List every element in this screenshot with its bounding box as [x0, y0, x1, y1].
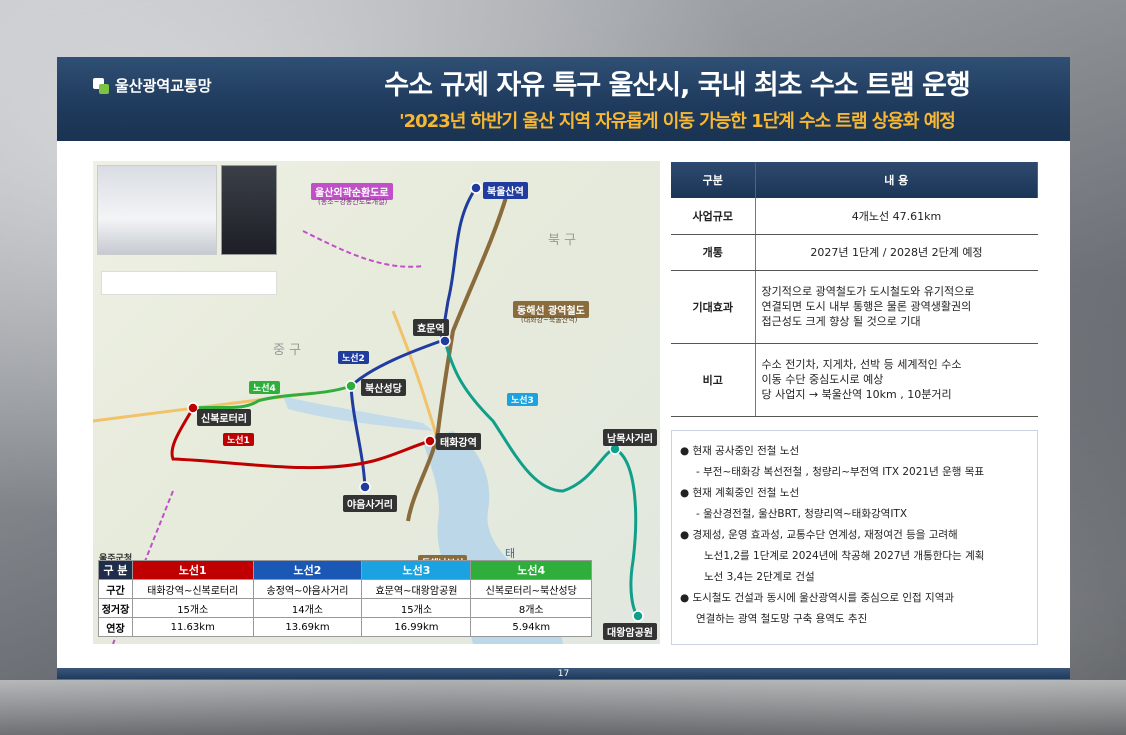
info-value: 수소 전기차, 지게차, 선박 등 세계적인 수소 이동 수단 중심도시로 예상…: [755, 343, 1038, 417]
tram-photo: [97, 165, 217, 255]
info-line: 장기적으로 광역철도가 도시철도와 유기적으로: [761, 285, 975, 298]
station-buksan: 북산성당: [361, 379, 406, 396]
table-cell: 구간: [98, 579, 133, 599]
donghae-line-label: 동해선 광역철도: [513, 301, 589, 318]
info-line: 연결되면 도시 내부 통행은 물론 광역생활권의: [761, 300, 972, 313]
logo: 울산광역교통망: [93, 75, 212, 96]
info-key: 기대효과: [671, 270, 756, 344]
slide-header: 울산광역교통망 수소 규제 자유 특구 울산시, 국내 최초 수소 트램 운행 …: [57, 57, 1070, 141]
page-title: 수소 규제 자유 특구 울산시, 국내 최초 수소 트램 운행: [384, 70, 971, 101]
note-line: ● 경제성, 운영 효과성, 교통수단 연계성, 재정여건 등을 고려해: [680, 529, 958, 541]
note-line: - 울산경전철, 울산BRT, 청량리역~태화강역ITX: [696, 508, 908, 520]
table-cell: 16.99km: [361, 617, 472, 637]
note-line: - 부전~태화강 복선전철 , 청량리~부전역 ITX 2021년 운행 목표: [696, 466, 985, 478]
station-yaeum: 야음사거리: [343, 495, 397, 512]
info-header-value: 내 용: [755, 162, 1038, 198]
table-cell: 11.63km: [132, 617, 254, 637]
info-value: 장기적으로 광역철도가 도시철도와 유기적으로 연결되면 도시 내부 통행은 물…: [755, 270, 1038, 344]
donghae-line-sublabel: (태화강~북울산역): [521, 316, 578, 324]
table-cell: 14개소: [252, 598, 363, 618]
table-header-cell: 노선2: [252, 560, 363, 580]
info-line: 당 사업지 → 북울산역 10km , 10분거리: [761, 388, 952, 401]
table-cell: 효문역~대왕암공원: [361, 579, 472, 599]
table-cell: 송정역~야음사거리: [252, 579, 363, 599]
table-cell: 정거장: [98, 598, 133, 618]
info-row-scale: 사업규모 4개노선 47.61km: [671, 198, 1038, 235]
info-key: 비고: [671, 343, 756, 417]
station-hyomun: 효문역: [413, 319, 449, 336]
page-subtitle: '2023년 하반기 울산 지역 자유롭게 이동 가능한 1단계 수소 트램 상…: [399, 111, 956, 132]
station-bukulsan: 북울산역: [483, 182, 528, 199]
table-row: 연장 11.63km 13.69km 16.99km 5.94km: [98, 617, 592, 637]
info-header-key: 구분: [671, 162, 756, 198]
info-value: 4개노선 47.61km: [755, 198, 1038, 235]
taehwa-river: [283, 396, 433, 431]
table-header-cell: 노선3: [361, 560, 472, 580]
info-row-note: 비고 수소 전기차, 지게차, 선박 등 세계적인 수소 이동 수단 중심도시로…: [671, 343, 1038, 417]
station-taehwagang: 태화강역: [436, 433, 481, 450]
table-cell: 15개소: [361, 598, 472, 618]
station-sinbok: 신복로터리: [197, 409, 251, 426]
info-table-header: 구분 내 용: [671, 162, 1038, 198]
info-key: 사업규모: [671, 198, 756, 235]
table-row: 정거장 15개소 14개소 15개소 8개소: [98, 598, 592, 618]
note-line: ● 현재 공사중인 전철 노선: [680, 445, 800, 457]
line-tag-2: 노선2: [338, 351, 369, 364]
line-tag-3: 노선3: [507, 393, 538, 406]
table-cell: 15개소: [132, 598, 254, 618]
table-row: 구간 태화강역~신복로터리 송정역~야음사거리 효문역~대왕암공원 신복로터리~…: [98, 579, 592, 599]
notes-box: ● 현재 공사중인 전철 노선 - 부전~태화강 복선전철 , 청량리~부전역 …: [671, 430, 1038, 645]
district-north-label: 북 구: [548, 233, 577, 248]
slide-footer: [57, 668, 1070, 679]
info-line: 이동 수단 중심도시로 예상: [761, 373, 884, 386]
logo-text: 울산광역교통망: [115, 77, 212, 95]
logo-icon: [93, 77, 109, 94]
table-header-cell: 구 분: [98, 560, 133, 580]
note-line: ● 현재 계획중인 전철 노선: [680, 487, 800, 499]
lines-table-header: 구 분 노선1 노선2 노선3 노선4: [98, 560, 592, 580]
river-char-1: 태: [505, 547, 516, 560]
info-row-effect: 기대효과 장기적으로 광역철도가 도시철도와 유기적으로 연결되면 도시 내부 …: [671, 270, 1038, 344]
background-floor: [0, 680, 1126, 735]
note-line: ● 도시철도 건설과 동시에 울산광역시를 중심으로 인접 지역과: [680, 592, 955, 604]
page-number: 17: [557, 669, 570, 679]
station-nammok: 남목사거리: [603, 429, 657, 446]
table-cell: 5.94km: [470, 617, 592, 637]
line-tag-1: 노선1: [223, 433, 254, 446]
ring-road-label: 울산외곽순환도로: [311, 183, 393, 200]
table-cell: 8개소: [470, 598, 592, 618]
tram-front-photo: [221, 165, 277, 255]
tram-side-illustration: [101, 271, 277, 295]
note-line: 연결하는 광역 철도망 구축 용역도 추진: [696, 613, 868, 625]
info-line: 수소 전기차, 지게차, 선박 등 세계적인 수소: [761, 358, 962, 371]
table-cell: 13.69km: [252, 617, 363, 637]
district-jung-label: 중 구: [273, 343, 302, 358]
info-row-opening: 개통 2027년 1단계 / 2028년 2단계 예정: [671, 234, 1038, 271]
info-line: 접근성도 크게 향상 될 것으로 기대: [761, 315, 921, 328]
station-daewang: 대왕암공원: [603, 623, 657, 640]
table-cell: 연장: [98, 617, 133, 637]
info-key: 개통: [671, 234, 756, 271]
info-value: 2027년 1단계 / 2028년 2단계 예정: [755, 234, 1038, 271]
lines-table: 구 분 노선1 노선2 노선3 노선4 구간 태화강역~신복로터리 송정역~야음…: [98, 560, 592, 637]
line-tag-4: 노선4: [249, 381, 280, 394]
county-office-label: 울주군청: [99, 554, 133, 564]
table-cell: 신복로터리~북산성당: [470, 579, 592, 599]
slide: 울산광역교통망 수소 규제 자유 특구 울산시, 국내 최초 수소 트램 운행 …: [57, 57, 1070, 679]
table-cell: 태화강역~신복로터리: [132, 579, 254, 599]
table-header-cell: 노선1: [132, 560, 254, 580]
info-table: 구분 내 용 사업규모 4개노선 47.61km 개통 2027년 1단계 / …: [671, 162, 1038, 417]
table-header-cell: 노선4: [470, 560, 592, 580]
ring-road-sublabel: (농소~강동간도로개설): [318, 198, 388, 206]
note-line: 노선 3,4는 2단계로 건설: [704, 571, 815, 583]
note-line: 노선1,2를 1단계로 2024년에 착공해 2027년 개통한다는 계획: [704, 550, 985, 562]
